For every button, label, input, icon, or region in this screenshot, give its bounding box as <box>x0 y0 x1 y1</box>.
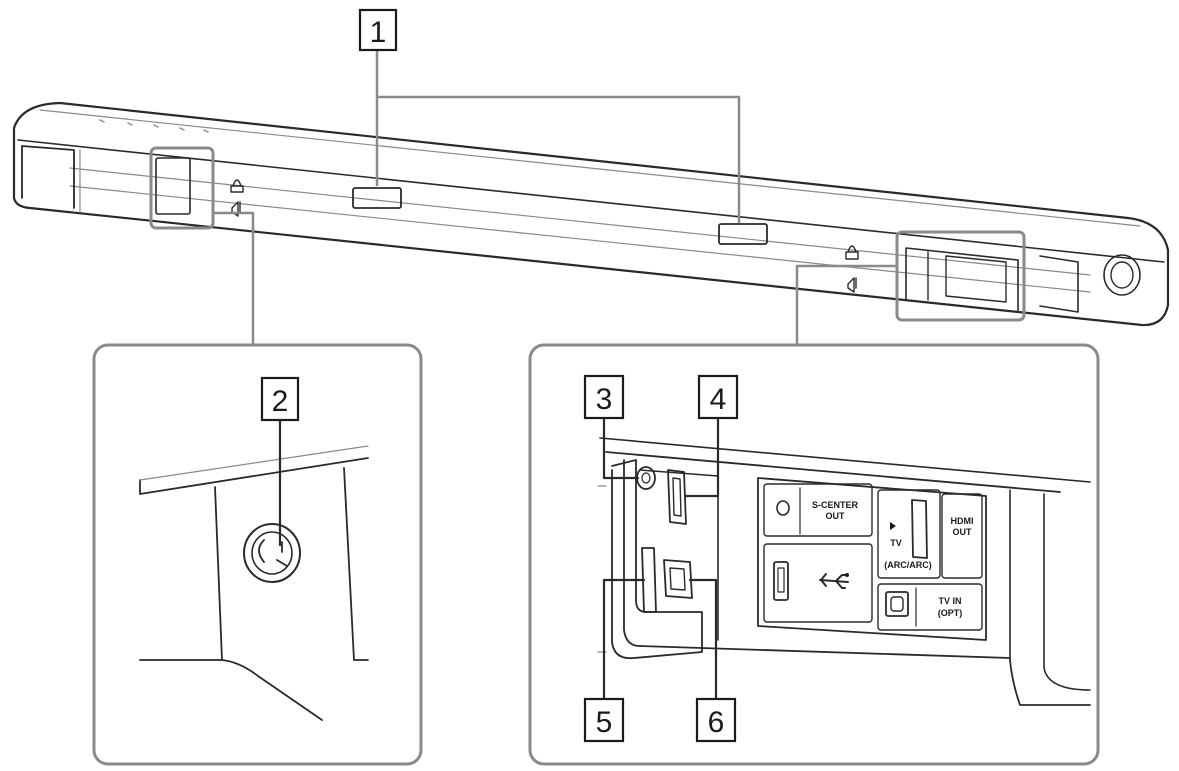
callout-1: 1 <box>358 8 398 52</box>
speaker-icon <box>231 201 241 217</box>
svg-text:2: 2 <box>272 385 289 418</box>
leader-lines <box>211 48 899 347</box>
lock-icon <box>845 245 859 260</box>
usb-icon <box>819 573 849 589</box>
tv-in-opt-label: (OPT) <box>938 608 963 618</box>
tv-arc-label: TV <box>890 538 902 548</box>
tv-in-opt-label: TV IN <box>938 596 961 606</box>
left-zoom-panel: 2 <box>92 343 423 766</box>
hdmi-port-icon <box>911 499 928 559</box>
s-center-out-label: S-CENTER <box>812 500 859 510</box>
hdmi-out-label: OUT <box>953 527 973 537</box>
lock-icon <box>230 179 244 193</box>
hdmi-out-label: HDMI <box>951 516 974 526</box>
svg-text:6: 6 <box>708 706 725 739</box>
usb-port <box>773 561 789 601</box>
callout-2: 2 <box>260 376 300 422</box>
speaker-icon <box>847 277 857 293</box>
left-zoom-highlight <box>149 146 215 230</box>
callout-5: 5 <box>583 697 625 743</box>
power-connector-icon <box>243 523 301 583</box>
optical-port-icon <box>885 591 909 617</box>
svg-text:3: 3 <box>596 383 613 416</box>
soundbar-body <box>12 101 1170 327</box>
mount-slot-left <box>352 187 402 209</box>
s-center-out-label: OUT <box>826 511 846 521</box>
hdmi-port-icon <box>667 469 687 525</box>
usb-b-port <box>663 559 693 599</box>
svg-text:4: 4 <box>710 383 727 416</box>
callout-6: 6 <box>695 697 737 743</box>
mount-slot-right <box>718 223 768 245</box>
port-label-panel: S-CENTER OUT TV (ARC/ARC) HDMI OUT <box>757 477 987 641</box>
top-buttons <box>99 119 209 133</box>
right-zoom-highlight <box>895 230 1026 322</box>
tv-arc-label: (ARC/ARC) <box>884 560 932 570</box>
callout-4: 4 <box>697 374 739 420</box>
end-round-button <box>1103 254 1141 296</box>
callout-3: 3 <box>583 374 625 420</box>
svg-text:1: 1 <box>370 16 387 49</box>
svg-text:5: 5 <box>596 706 613 739</box>
right-zoom-panel: S-CENTER OUT TV (ARC/ARC) HDMI OUT <box>528 343 1100 766</box>
port-5-slot <box>641 547 657 613</box>
